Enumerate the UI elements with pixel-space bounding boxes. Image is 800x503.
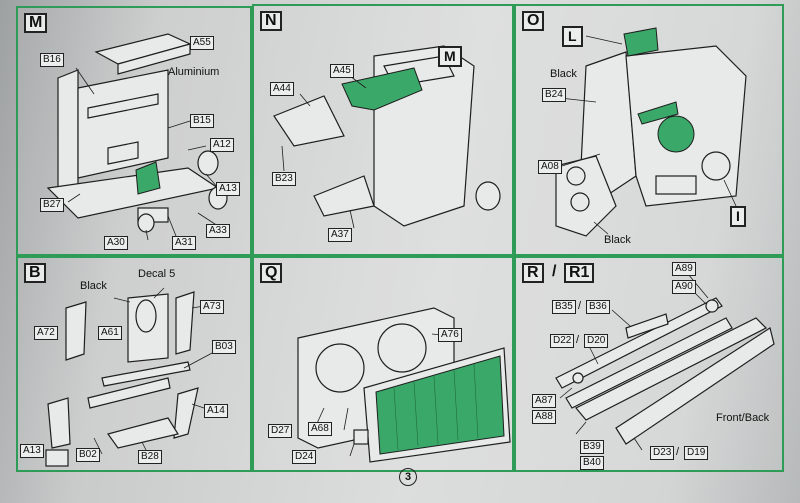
panel-r: R / R1 A89 A90 B (514, 256, 784, 472)
part-label-b03: B03 (212, 340, 236, 354)
part-label-a88: A88 (532, 410, 556, 424)
note-black-bottom: Black (604, 234, 631, 246)
part-label-a76: A76 (438, 328, 462, 342)
part-label-a31: A31 (172, 236, 196, 250)
step-ref-i: I (730, 206, 746, 227)
part-label-b02: B02 (76, 448, 100, 462)
part-label-d27: D27 (268, 424, 293, 438)
separator-d22-d20: / (576, 334, 580, 346)
engine-head-assembly-drawing (273, 45, 501, 229)
part-label-d24: D24 (292, 450, 317, 464)
part-label-a61: A61 (98, 326, 122, 340)
step-letter-m: M (24, 13, 48, 33)
part-label-a37: A37 (328, 228, 352, 242)
part-label-d22: D22 (550, 334, 575, 348)
step-letter-o: O (522, 11, 545, 31)
part-label-a44: A44 (270, 82, 294, 96)
part-label-a89: A89 (672, 262, 696, 276)
engine-block-assembly-drawing (46, 33, 228, 241)
part-label-b36: B36 (586, 300, 610, 314)
step-letter-b: B (24, 263, 46, 283)
part-label-a13: A13 (20, 444, 44, 458)
part-label-a45: A45 (330, 64, 354, 78)
panel-q: Q A76 D (252, 256, 514, 472)
part-label-b24: B24 (542, 88, 566, 102)
step-letter-q: Q (260, 263, 283, 283)
note-black-top: Black (550, 68, 577, 80)
suspension-assembly-drawing (45, 287, 215, 467)
part-label-d19: D19 (684, 446, 709, 460)
part-label-b39: B39 (580, 440, 604, 454)
page-number: 3 (399, 468, 417, 486)
step-letter-r1: R1 (564, 263, 595, 283)
part-label-a33: A33 (206, 224, 230, 238)
panel-o: O L Black B24 A08 (514, 4, 784, 256)
separator-b35-b36: / (578, 300, 582, 312)
step-letter-r: R (522, 263, 544, 283)
radiator-assembly-drawing (297, 307, 511, 463)
part-label-b16: B16 (40, 53, 64, 67)
part-label-a90: A90 (672, 280, 696, 294)
step-ref-l: L (562, 26, 583, 47)
panel-n: N M A45 A44 B23 A37 (252, 4, 514, 256)
step-ref-m: M (438, 46, 462, 67)
separator-d23-d19: / (676, 446, 680, 458)
part-label-b40: B40 (580, 456, 604, 470)
part-label-d20: D20 (584, 334, 609, 348)
step-letter-separator: / (552, 263, 557, 280)
step-letter-n: N (260, 11, 282, 31)
part-label-a55: A55 (190, 36, 214, 50)
panel-b: B Bla (16, 256, 252, 472)
note-aluminium: Aluminium (168, 66, 220, 78)
part-label-b27: B27 (40, 198, 64, 212)
part-label-a14: A14 (204, 404, 228, 418)
part-label-b23: B23 (272, 172, 296, 186)
part-label-b35: B35 (552, 300, 576, 314)
note-decal-5: Decal 5 (138, 268, 176, 280)
part-label-a30: A30 (104, 236, 128, 250)
part-label-a08: A08 (538, 160, 562, 174)
part-label-a72: A72 (34, 326, 58, 340)
part-label-d23: D23 (650, 446, 675, 460)
part-label-a12: A12 (210, 138, 234, 152)
panel-m: M (16, 6, 252, 256)
part-label-b15: B15 (190, 114, 214, 128)
note-front-back: Front/Back (716, 412, 770, 424)
part-label-a73: A73 (200, 300, 224, 314)
part-label-a87: A87 (532, 394, 556, 408)
part-label-a13: A13 (216, 182, 240, 196)
part-label-b28: B28 (138, 450, 162, 464)
note-black: Black (80, 280, 107, 292)
rear-axle-assembly-drawing (555, 273, 775, 451)
part-label-a68: A68 (308, 422, 332, 436)
engine-front-assembly-drawing (555, 27, 747, 237)
